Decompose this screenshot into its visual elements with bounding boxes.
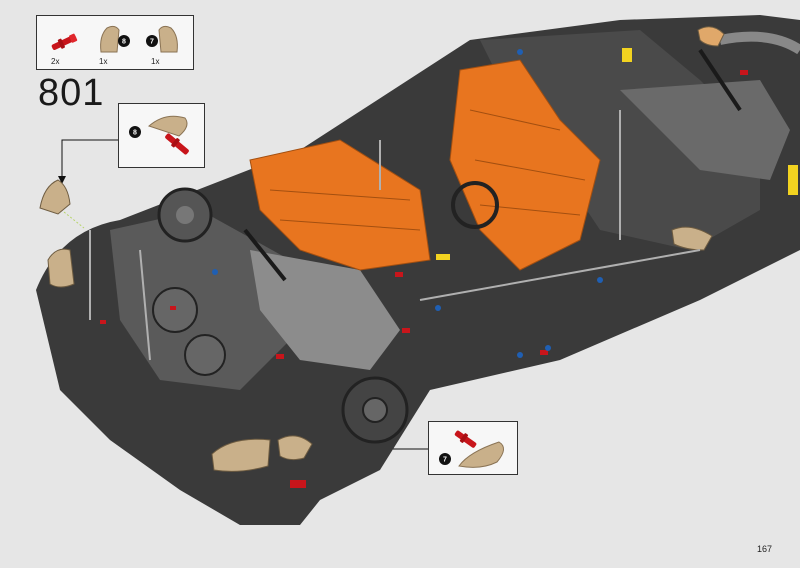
badge-number: 8 [122,39,126,46]
front-suspension-area [110,210,300,390]
parts-item-tan-panel-7: 7 1x [145,22,185,66]
grey-wishbone [250,250,400,370]
parts-item-tan-panel-8: 8 1x [93,22,133,66]
parts-list-box: 2x 8 1x 7 1x [36,15,194,70]
shock-absorber [243,228,287,282]
parts-item-quantity: 1x [151,57,160,66]
brake-disc-front-left [157,187,213,243]
tan-panel-part [277,435,313,461]
badge-number: 7 [150,39,154,46]
callout-assembly-icon: 7 [439,430,504,468]
step-number: 801 [38,72,105,114]
chassis-dark-frame [36,15,800,525]
badge-number: 7 [443,457,447,464]
tan-panel-icon: 7 [146,25,178,53]
exhaust-pipe [719,31,800,55]
tan-panel-part [47,248,75,288]
page-number: 167 [756,544,772,554]
parts-item-axle-pin: 2x [45,22,85,66]
tan-panel-part [671,226,713,251]
red-axle-pin-icon [51,33,78,50]
callout-leader-top [61,139,118,178]
assembly-guide-line [63,211,85,229]
callout-top: 8 [118,103,205,168]
callout-assembly-icon: 8 [129,115,189,155]
arrow-head-left-icon [310,445,318,453]
tan-panel-part [211,438,271,472]
brake-disc-front-right [341,376,409,444]
badge-number: 8 [133,130,137,137]
parts-item-quantity: 2x [51,57,60,66]
orange-seat-right [449,59,601,271]
engine-bay-area [620,80,790,180]
steering-wheel [451,181,499,229]
parts-item-quantity: 1x [99,57,108,66]
shock-absorber [698,48,742,112]
tan-panel-icon: 8 [100,25,130,53]
orange-seat-left [249,139,431,271]
arrow-head-down-icon [58,176,66,184]
tan-panel-part [39,179,71,215]
gear-hub [152,287,198,333]
callout-bottom: 7 [428,421,518,475]
gear-hub [184,334,226,376]
rear-frame-area [480,30,760,250]
